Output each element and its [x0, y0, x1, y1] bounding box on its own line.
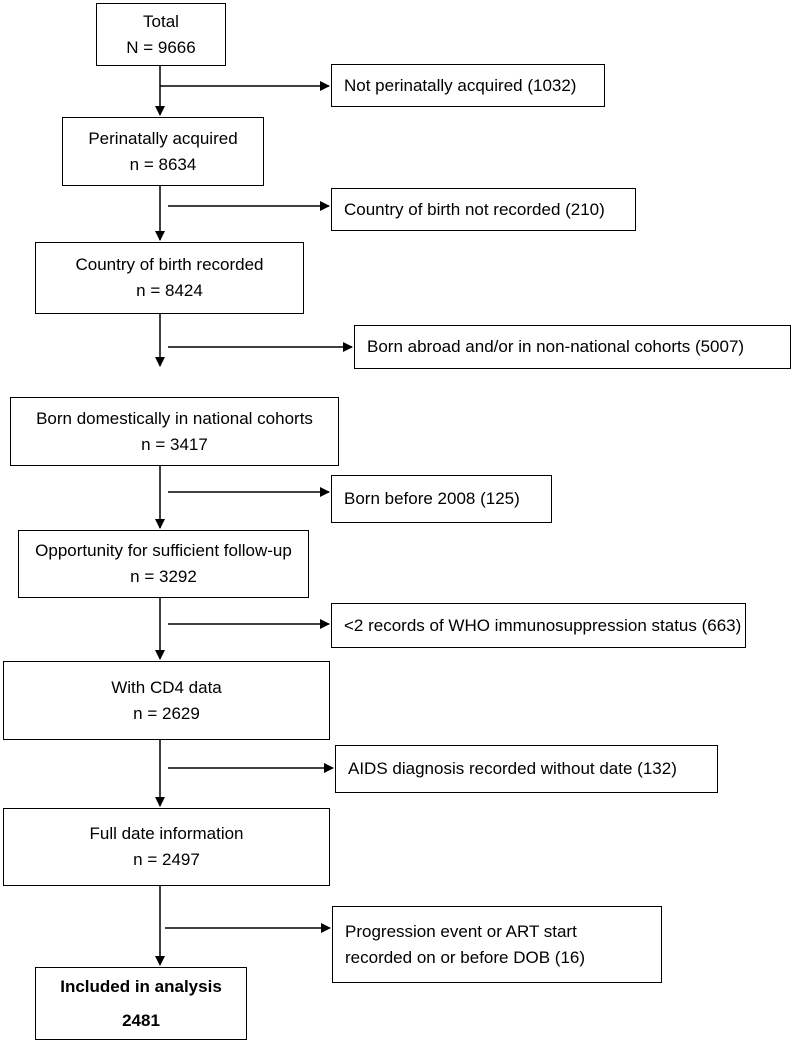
box-country-recorded-title: Country of birth recorded — [75, 255, 264, 274]
exclusion-not-perinatal: Not perinatally acquired (1032) — [331, 64, 605, 107]
box-perinatally-acquired: Perinatally acquired n = 8634 — [62, 117, 264, 186]
exclusion-aids-no-date-text: AIDS diagnosis recorded without date (13… — [348, 759, 677, 778]
exclusion-not-perinatal-text: Not perinatally acquired (1032) — [344, 75, 577, 95]
box-perinatally-acquired-title: Perinatally acquired — [88, 128, 238, 148]
box-total-title: Total — [143, 11, 179, 31]
box-country-recorded-count: n = 8424 — [136, 281, 203, 300]
exclusion-born-before-2008: Born before 2008 (125) — [331, 475, 552, 523]
box-full-date-count: n = 2497 — [133, 850, 200, 869]
box-country-recorded: Country of birth recorded n = 8424 — [35, 242, 304, 314]
exclusion-who-records-text: <2 records of WHO immunosuppression stat… — [344, 615, 742, 635]
box-perinatally-acquired-count: n = 8634 — [129, 154, 197, 174]
box-total-count: N = 9666 — [126, 37, 196, 57]
box-included-count: 2481 — [122, 1010, 160, 1030]
box-total: Total N = 9666 — [96, 3, 226, 66]
box-follow-up-title: Opportunity for sufficient follow-up — [35, 541, 292, 560]
box-born-domestically-count: n = 3417 — [141, 434, 208, 454]
box-cd4-data: With CD4 data n = 2629 — [3, 661, 330, 740]
box-full-date-title: Full date information — [89, 824, 244, 843]
box-included-in-analysis: Included in analysis 2481 — [35, 967, 247, 1040]
exclusion-progression-line-2: recorded on or before DOB (16) — [345, 947, 586, 967]
box-cd4-data-title: With CD4 data — [111, 677, 222, 697]
exclusion-progression-before-dob: Progression event or ART start recorded … — [332, 906, 662, 983]
exclusion-aids-no-date: AIDS diagnosis recorded without date (13… — [335, 745, 718, 793]
box-included-title: Included in analysis — [60, 976, 222, 996]
box-follow-up: Opportunity for sufficient follow-up n =… — [18, 530, 309, 598]
exclusion-born-abroad-text: Born abroad and/or in non-national cohor… — [367, 337, 745, 356]
exclusion-born-before-2008-text: Born before 2008 (125) — [344, 489, 520, 508]
exclusion-country-not-recorded: Country of birth not recorded (210) — [331, 188, 636, 231]
exclusion-who-records: <2 records of WHO immunosuppression stat… — [331, 603, 746, 648]
box-follow-up-count: n = 3292 — [130, 567, 197, 586]
box-cd4-data-count: n = 2629 — [133, 703, 200, 723]
exclusion-born-abroad: Born abroad and/or in non-national cohor… — [354, 325, 791, 369]
exclusion-country-not-recorded-text: Country of birth not recorded (210) — [344, 199, 605, 219]
box-born-domestically: Born domestically in national cohorts n … — [10, 397, 339, 466]
box-born-domestically-title: Born domestically in national cohorts — [36, 408, 313, 428]
box-full-date: Full date information n = 2497 — [3, 808, 330, 886]
exclusion-progression-line-1: Progression event or ART start — [345, 921, 577, 941]
